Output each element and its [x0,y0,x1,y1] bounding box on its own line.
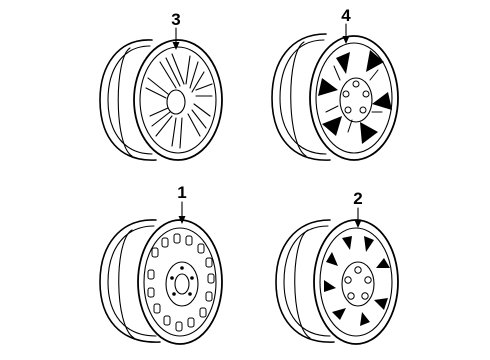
wheel-4-rim [271,33,331,161]
callout-1: 1 [177,183,186,202]
wheel-3: 3 [99,10,223,161]
wheel-3-arrowhead [172,42,180,50]
callout-3: 3 [171,10,180,29]
wheel-1: 1 [99,183,223,345]
callout-4: 4 [341,6,351,25]
wheel-1-arrowhead [178,216,186,224]
callout-2: 2 [353,189,362,208]
wheel-3-face [133,39,223,161]
wheel-2-face [313,219,399,345]
wheel-2-arrowhead [354,220,362,228]
wheel-2-rim [275,219,335,343]
wheel-1-face [137,219,223,345]
wheel-3-rim [99,39,157,161]
wheel-1-rim [99,219,161,343]
wheel-4-face [309,35,399,161]
wheel-4: 4 [271,6,399,161]
wheel-2: 2 [275,189,399,345]
wheel-4-arrowhead [342,36,350,44]
